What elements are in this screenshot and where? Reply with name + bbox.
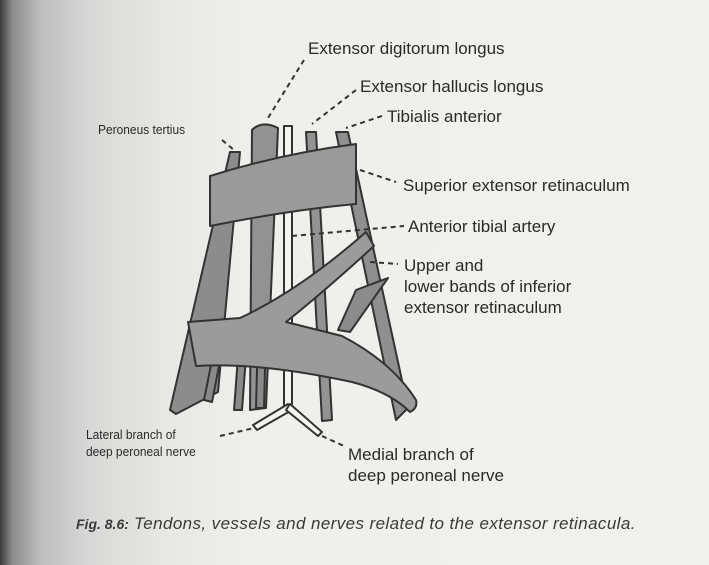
label-inferior-extensor-retinaculum: Upper and lower bands of inferior extens…: [404, 255, 571, 318]
label-extensor-digitorum-longus: Extensor digitorum longus: [308, 38, 505, 59]
label-lateral-branch: Lateral branch of deep peroneal nerve: [86, 426, 196, 460]
caption-fig-number: Fig. 8.6:: [76, 516, 129, 532]
label-inferior-line2: lower bands of inferior: [404, 276, 571, 297]
label-lateral-line1: Lateral branch of: [86, 426, 196, 443]
leader-peroneus-tertius: [222, 140, 234, 150]
leader-tibialis-anterior: [346, 116, 382, 128]
leader-extensor-digitorum: [268, 60, 304, 118]
leader-lateral-branch: [220, 428, 254, 436]
label-superior-extensor-retinaculum: Superior extensor retinaculum: [403, 175, 630, 196]
label-anterior-tibial-artery: Anterior tibial artery: [408, 216, 555, 237]
label-inferior-line1: Upper and: [404, 255, 571, 276]
leader-superior-retinaculum: [360, 170, 396, 182]
figure-caption: Fig. 8.6: Tendons, vessels and nerves re…: [76, 512, 706, 536]
label-medial-line1: Medial branch of: [348, 444, 504, 465]
label-tibialis-anterior: Tibialis anterior: [387, 106, 502, 127]
leader-medial-branch: [322, 436, 344, 446]
label-peroneus-tertius: Peroneus tertius: [98, 121, 185, 138]
caption-text: Tendons, vessels and nerves related to t…: [129, 514, 636, 533]
label-medial-branch: Medial branch of deep peroneal nerve: [348, 444, 504, 486]
label-extensor-hallucis-longus: Extensor hallucis longus: [360, 76, 543, 97]
medial-nerve-branch: [286, 404, 322, 436]
label-inferior-line3: extensor retinaculum: [404, 297, 571, 318]
label-lateral-line2: deep peroneal nerve: [86, 443, 196, 460]
leader-anterior-tibial-artery: [292, 226, 404, 236]
leader-extensor-hallucis: [312, 90, 356, 124]
label-medial-line2: deep peroneal nerve: [348, 465, 504, 486]
